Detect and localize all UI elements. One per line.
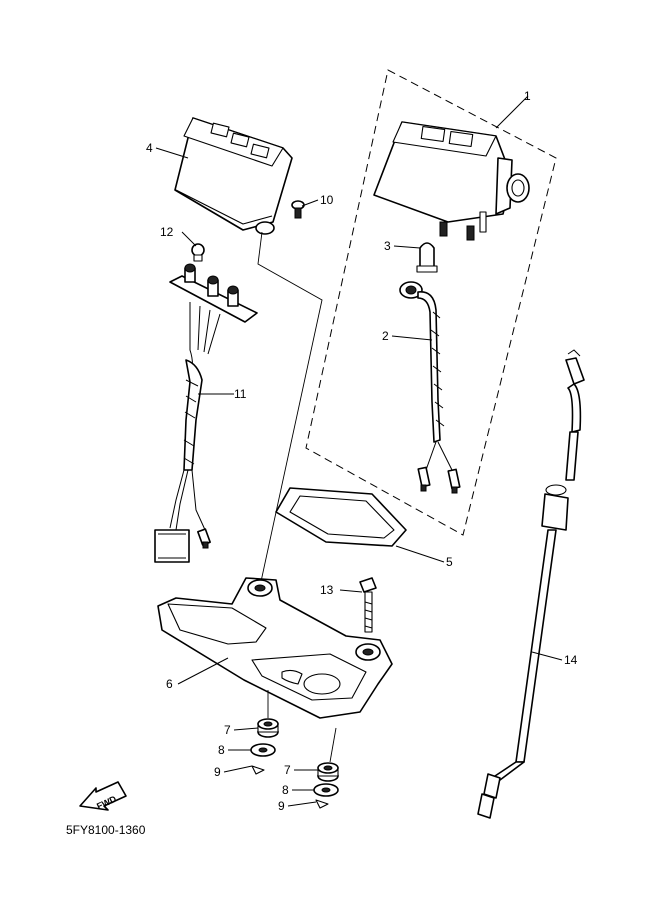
callout-13: 13 (320, 583, 334, 597)
callout-6: 6 (166, 677, 173, 691)
assembly-boundary (305, 69, 557, 536)
callout-8-left: 8 (218, 743, 225, 757)
callout-1: 1 (524, 89, 531, 103)
diagram-code: 5FY8100-1360 (66, 823, 146, 837)
callout-leaders (155, 95, 563, 807)
callout-4: 4 (146, 141, 153, 155)
callout-11: 11 (234, 387, 247, 401)
bulb[interactable] (416, 242, 438, 273)
callout-9-right: 9 (278, 799, 285, 813)
callout-3: 3 (384, 239, 391, 253)
assembly-center-line (243, 231, 323, 661)
grommet-right[interactable] (317, 762, 339, 782)
callout-10: 10 (320, 193, 334, 207)
callout-2: 2 (382, 329, 389, 343)
clip-right[interactable] (315, 799, 329, 809)
callout-12: 12 (160, 225, 174, 239)
meter-assembly[interactable] (373, 121, 530, 241)
callout-14: 14 (564, 653, 578, 667)
grommet-center-line-right (329, 727, 337, 763)
forward-direction-arrow (79, 781, 127, 811)
collar-left[interactable] (250, 743, 276, 757)
meter-cover[interactable] (174, 117, 293, 235)
meter-bracket[interactable] (157, 577, 393, 719)
speedometer-cable[interactable] (477, 349, 585, 819)
meter-damper[interactable] (275, 487, 407, 547)
small-bulb[interactable] (191, 243, 205, 262)
meter-lead-wire[interactable] (399, 281, 461, 494)
callout-7-right: 7 (284, 763, 291, 777)
clip-left[interactable] (251, 765, 265, 775)
grommet-left[interactable] (257, 718, 279, 738)
socket-cord[interactable] (154, 263, 258, 563)
callout-7-left: 7 (224, 723, 231, 737)
callout-9-left: 9 (214, 765, 221, 779)
screw[interactable] (291, 200, 305, 219)
callout-8-right: 8 (282, 783, 289, 797)
callout-5: 5 (446, 555, 453, 569)
collar-right[interactable] (313, 783, 339, 797)
bolt[interactable] (359, 577, 377, 633)
